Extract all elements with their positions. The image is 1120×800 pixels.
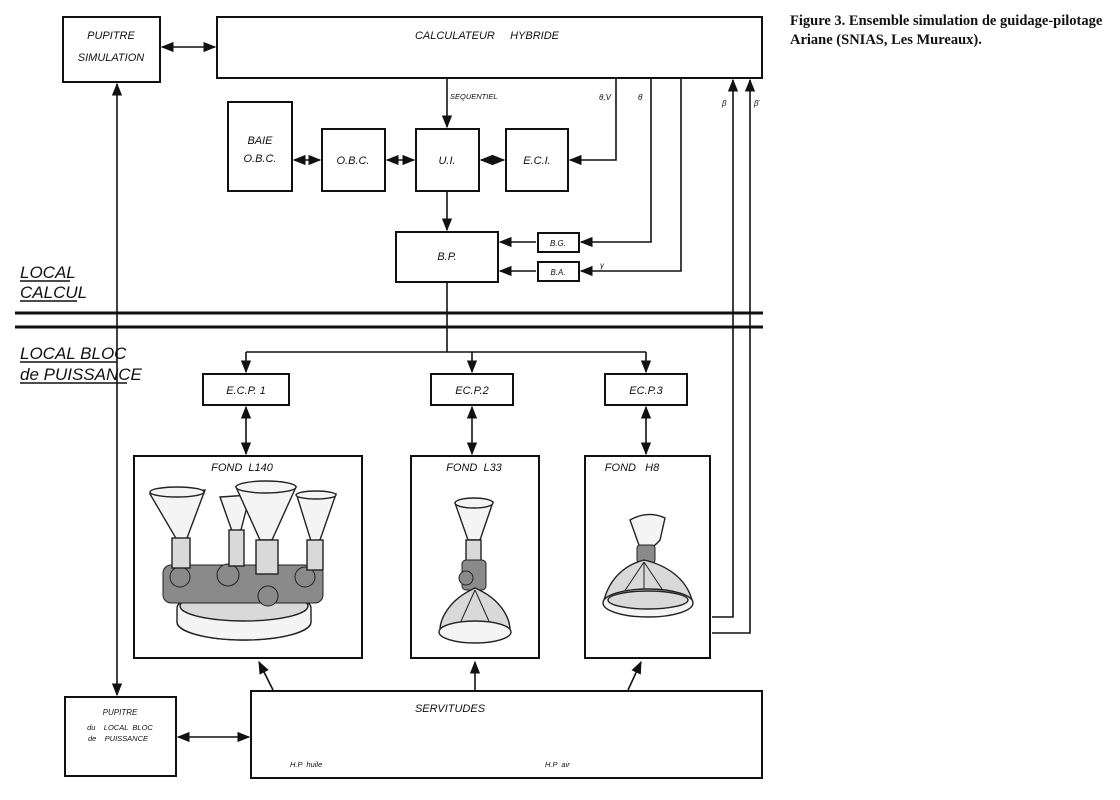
ui-label: U.I. bbox=[438, 155, 455, 167]
figure-caption: Figure 3. Ensemble simulation de guidage… bbox=[790, 13, 1103, 48]
guidance-simulation-diagram: PUPITRE SIMULATION CALCULATEUR HYBRIDE B… bbox=[15, 16, 763, 779]
pupitre-local-box: PUPITRE du LOCAL BLOC de PUISSANCE bbox=[64, 696, 177, 777]
fond-l33-box: FOND L33 bbox=[410, 455, 540, 659]
l33-engine-photo bbox=[438, 497, 512, 644]
ecp2-label: EC.P.2 bbox=[455, 385, 488, 397]
bp-box: B.P. bbox=[395, 231, 499, 283]
beta-ddot-signal-label: β̈ bbox=[753, 99, 761, 108]
eci-box: E.C.I. bbox=[505, 128, 569, 192]
baie-label-2: O.B.C. bbox=[243, 153, 276, 165]
bp-label: B.P. bbox=[437, 251, 456, 263]
fond-l140-box: FOND L140 bbox=[133, 455, 363, 659]
ecp2-box: EC.P.2 bbox=[430, 373, 514, 406]
bg-box: B.G. bbox=[537, 232, 580, 253]
local-calcul-line-2: CALCUL bbox=[20, 283, 87, 302]
obc-box: O.B.C. bbox=[321, 128, 386, 192]
local-bloc-line-1: LOCAL BLOC bbox=[20, 344, 127, 363]
pupitre-local-label-1: PUPITRE bbox=[103, 708, 138, 717]
baie-label-1: BAIE bbox=[247, 135, 273, 147]
pupitre-local-label-2: du LOCAL BLOC bbox=[87, 723, 153, 732]
pupitre-simulation-label-1: PUPITRE bbox=[87, 30, 135, 42]
obc-label: O.B.C. bbox=[336, 155, 369, 167]
ecp1-label: E.C.P. 1 bbox=[226, 385, 266, 397]
bg-label: B.G. bbox=[550, 239, 566, 248]
local-calcul-line-1: LOCAL bbox=[20, 263, 76, 282]
pupitre-simulation-box: PUPITRE SIMULATION bbox=[62, 16, 161, 83]
ba-label: B.A. bbox=[550, 268, 565, 277]
ecp1-box: E.C.P. 1 bbox=[202, 373, 290, 406]
theta-v-signal-label: θ,V bbox=[599, 93, 612, 102]
theta-dot-signal-label: θ̇ bbox=[638, 93, 643, 102]
fond-h8-box: FOND H8 bbox=[584, 455, 711, 659]
baie-obc-box: BAIE O.B.C. bbox=[227, 101, 293, 192]
l140-engines-photo bbox=[148, 480, 338, 641]
local-bloc-line-2: de PUISSANCE bbox=[20, 365, 143, 384]
h8-engine-photo bbox=[602, 513, 694, 618]
pupitre-simulation-label-2: SIMULATION bbox=[78, 52, 144, 64]
sequentiel-signal-label: SEQUENTIEL bbox=[450, 92, 498, 101]
eci-label: E.C.I. bbox=[523, 155, 551, 167]
zone-separator bbox=[15, 311, 763, 329]
ui-box: U.I. bbox=[415, 128, 480, 192]
ecp3-label: EC.P.3 bbox=[629, 385, 663, 397]
local-bloc-label: LOCAL BLOC de PUISSANCE bbox=[20, 344, 143, 384]
calculateur-hybride-box: CALCULATEUR HYBRIDE bbox=[216, 16, 763, 79]
servitudes-box: SERVITUDES H.P huile H.P air bbox=[250, 690, 763, 779]
beta-signal-label: β bbox=[721, 99, 727, 108]
ba-box: B.A. bbox=[537, 261, 580, 282]
fond-h8-label: FOND H8 bbox=[605, 462, 660, 474]
servitudes-label: SERVITUDES bbox=[415, 703, 486, 715]
fond-l140-label: FOND L140 bbox=[211, 462, 274, 474]
fond-l33-label: FOND L33 bbox=[446, 462, 503, 474]
calculateur-hybride-label: CALCULATEUR HYBRIDE bbox=[415, 30, 560, 42]
pupitre-local-label-3: de PUISSANCE bbox=[88, 734, 149, 743]
hp-air-label: H.P air bbox=[545, 760, 570, 769]
connector-lines bbox=[111, 41, 756, 743]
gamma-signal-label: γ bbox=[600, 261, 605, 270]
hp-huile-label: H.P huile bbox=[290, 760, 322, 769]
local-calcul-label: LOCAL CALCUL bbox=[20, 263, 87, 302]
ecp3-box: EC.P.3 bbox=[604, 373, 688, 406]
